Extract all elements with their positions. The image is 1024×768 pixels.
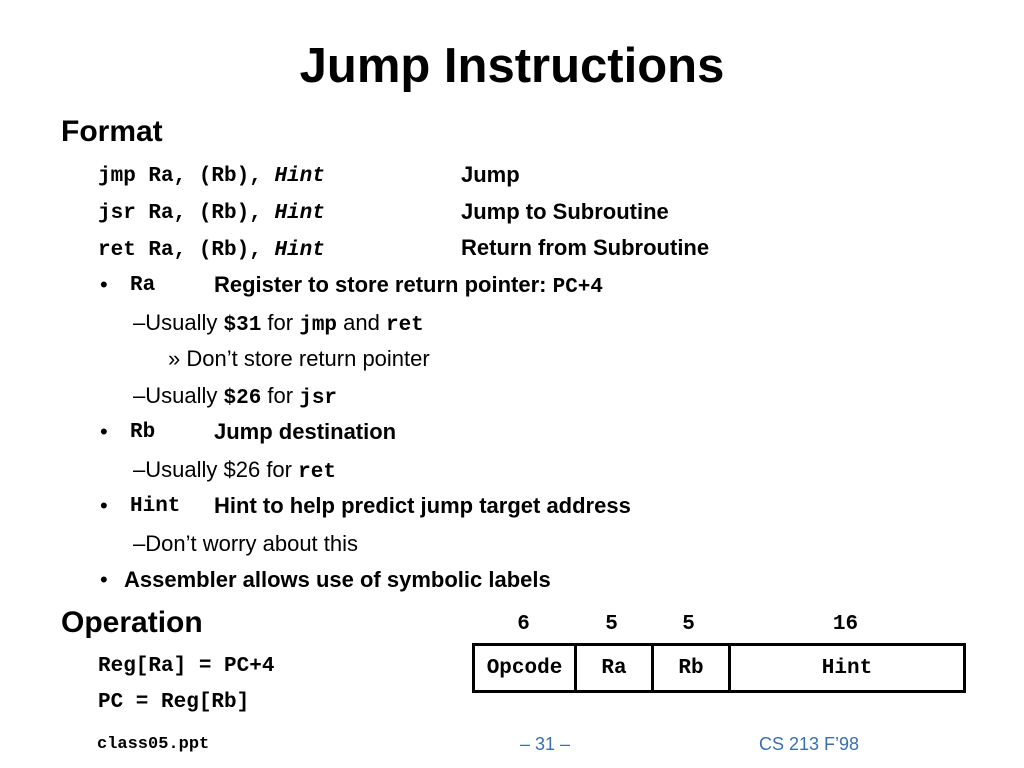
- format-row-args: Ra, (Rb),: [148, 165, 275, 188]
- rb-sub-usually: –Usually $26 for ret: [133, 456, 336, 487]
- footer-page-number: – 31 –: [520, 734, 571, 754]
- bullet-icon: •: [100, 419, 108, 444]
- format-row-args: Ra, (Rb),: [148, 239, 275, 262]
- sub-text: for: [261, 310, 300, 335]
- bullet-ra-code2: PC+4: [552, 276, 604, 299]
- sub-code: jmp: [299, 314, 338, 337]
- hint-sub-dont-worry: –Don’t worry about this: [133, 530, 358, 558]
- sub-text: for: [261, 383, 300, 408]
- format-row-op: jmp: [98, 165, 136, 188]
- bullet-assembler-text: Assembler allows use of symbolic labels: [124, 567, 551, 592]
- bullet-ra-text: Register to store return pointer: PC+4: [214, 271, 603, 302]
- field-width-hint: 16: [832, 613, 859, 636]
- operation-line-2: PC = Reg[Rb]: [98, 691, 250, 714]
- sub-text: Usually: [145, 383, 224, 408]
- field-rb: Rb: [654, 646, 731, 690]
- field-width-rb: 5: [682, 613, 695, 636]
- sub-text: Usually $26 for: [145, 457, 299, 482]
- dash-icon: –: [133, 531, 146, 556]
- format-row-desc-ret: Return from Subroutine: [461, 235, 710, 260]
- ra-sub-dont-store: » Don’t store return pointer: [168, 345, 430, 373]
- sub-code: ret: [298, 461, 336, 484]
- ra-sub-usually-31: –Usually $31 for jmp and ret: [133, 309, 424, 340]
- operation-heading: Operation: [61, 606, 203, 639]
- format-row-desc-jmp: Jump: [461, 162, 520, 187]
- sub-text: and: [337, 310, 386, 335]
- bullet-hint-text: Hint to help predict jump target address: [214, 493, 631, 518]
- format-row-op: jsr: [98, 202, 136, 225]
- sub-text: Usually: [145, 310, 224, 335]
- guillemet-icon: »: [168, 346, 181, 371]
- sub-code: ret: [385, 314, 424, 337]
- field-opcode: Opcode: [475, 646, 577, 690]
- sub-code: $26: [223, 387, 262, 410]
- format-row-ret: ret Ra, (Rb), Hint: [98, 237, 325, 262]
- field-width-ra: 5: [605, 613, 618, 636]
- format-row-op: ret: [98, 239, 136, 262]
- format-row-hint: Hint: [274, 165, 325, 188]
- ra-sub-usually-26: –Usually $26 for jsr: [133, 382, 337, 413]
- format-row-jsr: jsr Ra, (Rb), Hint: [98, 200, 325, 225]
- slide-title: Jump Instructions: [299, 39, 725, 93]
- bullet-icon: •: [100, 567, 108, 592]
- field-width-opcode: 6: [517, 613, 530, 636]
- format-heading: Format: [61, 115, 163, 148]
- format-row-jmp: jmp Ra, (Rb), Hint: [98, 163, 325, 188]
- sub-code: $31: [223, 314, 262, 337]
- field-ra: Ra: [577, 646, 654, 690]
- bullet-icon: •: [100, 493, 108, 518]
- footer-filename: class05.ppt: [97, 735, 210, 754]
- format-row-args: Ra, (Rb),: [148, 202, 275, 225]
- dash-icon: –: [133, 457, 146, 482]
- format-row-hint: Hint: [274, 202, 325, 225]
- sub-text: Don’t store return pointer: [186, 346, 430, 371]
- bullet-hint-code: Hint: [130, 495, 181, 518]
- instruction-format-diagram: Opcode Ra Rb Hint: [472, 643, 966, 693]
- bullet-ra-desc: Register to store return pointer:: [214, 272, 553, 297]
- bullet-icon: •: [100, 272, 108, 297]
- sub-code: jsr: [299, 387, 338, 410]
- sub-text: Don’t worry about this: [145, 531, 359, 556]
- bullet-rb-code: Rb: [130, 421, 156, 444]
- bullet-rb-text: Jump destination: [214, 419, 397, 444]
- footer-course: CS 213 F’98: [759, 734, 860, 754]
- dash-icon: –: [133, 310, 146, 335]
- operation-line-1: Reg[Ra] = PC+4: [98, 655, 275, 678]
- bullet-ra-code: Ra: [130, 274, 156, 297]
- format-row-desc-jsr: Jump to Subroutine: [461, 199, 669, 224]
- format-row-hint: Hint: [274, 239, 325, 262]
- dash-icon: –: [133, 383, 146, 408]
- field-hint: Hint: [821, 656, 873, 680]
